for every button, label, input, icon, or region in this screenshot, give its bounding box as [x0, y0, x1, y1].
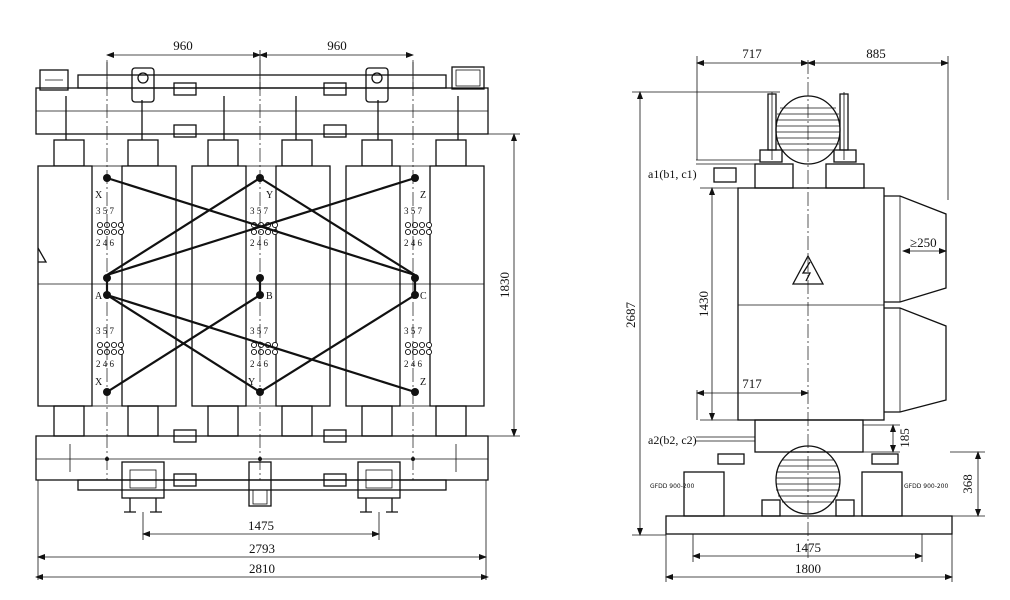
front-wheel-right	[357, 461, 401, 499]
front-top-dimensions: 960 960	[106, 38, 414, 90]
side-overall-height-dim: 2687	[623, 302, 638, 329]
phase-1-mid-label: A	[95, 291, 103, 302]
tap-2-upper-bot: 2 4 6	[250, 238, 269, 248]
front-view: 960 960	[35, 38, 520, 580]
side-base-width-dim: 1800	[795, 561, 821, 576]
front-pitch-left-dim: 960	[173, 38, 193, 53]
phase-1-bot-label: X	[95, 377, 103, 388]
lifting-lug-left	[131, 67, 155, 103]
top-clamp-frame	[35, 66, 489, 140]
coil-phase-3-inner	[429, 165, 485, 407]
coil-phase-2-outer	[191, 165, 247, 407]
front-wheel-left	[121, 461, 165, 499]
tap-2-lower-bot: 2 4 6	[250, 359, 269, 369]
bottom-terminal: a2(b2, c2) 185	[648, 419, 912, 453]
phase-1-top-label: X	[95, 190, 103, 201]
front-coil-height-dim: 1830	[497, 272, 512, 298]
front-pitch-right-dim: 960	[327, 38, 347, 53]
front-base-width-dim: 2793	[249, 541, 275, 556]
side-base	[665, 515, 953, 535]
coil-phase-3-outer	[345, 165, 401, 407]
fan-right-label: GFDD 900-200	[904, 483, 949, 490]
front-wheel-gauge-dim: 1475	[248, 518, 274, 533]
tap-2-lower-top: 3 5 7	[250, 326, 269, 336]
side-bottom-terminal-dim: 185	[897, 428, 912, 448]
phase-3-bot-label: Z	[420, 377, 426, 388]
phase-2-top-label: Y	[266, 190, 273, 201]
tap-1-lower-top: 3 5 7	[96, 326, 115, 336]
side-top-dimensions: 717 885	[696, 46, 949, 200]
side-bottom-clamp: GFDD 900-200 GFDD 900-200 368	[650, 445, 985, 535]
side-wheel-gauge-dim: 1475	[795, 540, 821, 555]
side-overall-height-dimension: 2687	[623, 91, 780, 536]
side-left-depth-dim: 717	[742, 46, 762, 61]
side-enclosure-height-dim: 1430	[696, 291, 711, 317]
coil-phase-2-inner	[275, 165, 331, 407]
display-box	[451, 66, 485, 90]
tap-1-lower-bot: 2 4 6	[96, 359, 115, 369]
coils	[37, 139, 485, 437]
side-clearance-dim: ≥250	[910, 235, 937, 250]
enclosure: ≥250	[737, 187, 947, 421]
phase-2-mid-label: B	[266, 291, 273, 302]
fan-right	[861, 471, 903, 517]
top-terminal: a1(b1, c1)	[648, 159, 865, 189]
front-bottom-dimensions: 1475 2793 2810	[35, 480, 489, 580]
front-overall-width-dim: 2810	[249, 561, 275, 576]
phase-3-mid-label: C	[420, 291, 427, 302]
tap-2-upper-top: 3 5 7	[250, 206, 269, 216]
nameplate-box	[39, 69, 69, 91]
coil-phase-1-outer	[37, 165, 93, 407]
lifting-lug-right	[365, 67, 389, 103]
phase-3-top-label: Z	[420, 190, 426, 201]
side-bottom-dimensions: 1475 1800	[665, 534, 953, 582]
front-height-dimension: 1830	[488, 133, 520, 437]
side-enclosure-width-dim: 717	[742, 376, 762, 391]
side-enclosure-height-dimension: 1430 717	[696, 187, 809, 421]
side-view: 717 885 2687	[623, 46, 985, 582]
fan-left	[683, 471, 725, 517]
fan-left-label: GFDD 900-200	[650, 483, 695, 490]
coil-phase-1-inner	[121, 165, 177, 407]
bottom-terminal-label: a2(b2, c2)	[648, 433, 697, 447]
phase-2-bot-label: Y	[248, 377, 255, 388]
bottom-clamp-frame	[35, 429, 489, 513]
front-wheel-center	[248, 461, 272, 507]
tap-1-upper-top: 3 5 7	[96, 206, 115, 216]
side-fan-height-dim: 368	[960, 474, 975, 494]
side-right-depth-dim: 885	[866, 46, 886, 61]
top-terminal-label: a1(b1, c1)	[648, 167, 697, 181]
tap-1-upper-bot: 2 4 6	[96, 238, 115, 248]
